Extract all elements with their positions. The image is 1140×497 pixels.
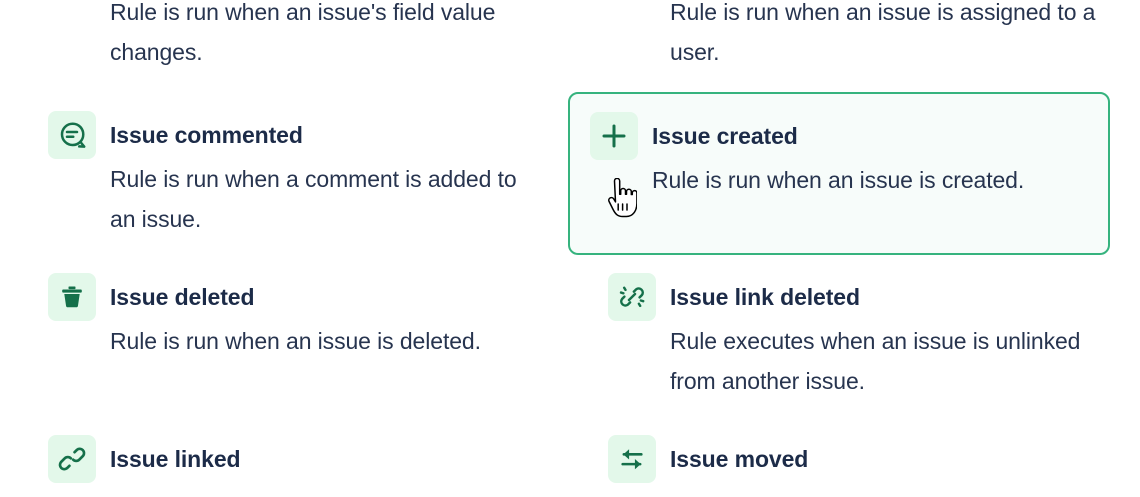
entry-header: Issue commented <box>48 111 548 159</box>
trigger-issue-deleted[interactable]: Issue deleted Rule is run when an issue … <box>8 261 568 375</box>
trigger-issue-link-deleted[interactable]: Issue link deleted Rule executes when an… <box>568 261 1128 415</box>
entry-header: Issue deleted <box>48 273 548 321</box>
comment-bubble-icon <box>48 111 96 159</box>
trash-icon <box>48 273 96 321</box>
entry-description: Rule executes when an issue is unlinked … <box>670 328 1081 394</box>
trigger-issue-created-card[interactable]: Issue created Rule is run when an issue … <box>568 92 1110 255</box>
entry-description: Rule is run when an issue is deleted. <box>110 328 481 354</box>
entry-title: Issue created <box>652 123 798 149</box>
entry-header: Issue created <box>590 112 1088 160</box>
partial-entry-left[interactable]: Rule is run when an issue's field value … <box>8 0 568 72</box>
entry-title: Issue linked <box>110 446 241 472</box>
entry-title: Issue link deleted <box>670 284 860 310</box>
partial-entry-right[interactable]: Rule is run when an issue is assigned to… <box>568 0 1128 72</box>
entry-title: Issue commented <box>110 122 303 148</box>
trigger-issue-linked[interactable]: Issue linked <box>8 423 568 497</box>
trigger-issue-commented[interactable]: Issue commented Rule is run when a comme… <box>8 99 568 253</box>
entry-description: Rule is run when an issue is created. <box>652 167 1025 193</box>
entry-description: Rule is run when an issue's field value … <box>110 0 496 65</box>
trigger-issue-moved[interactable]: Issue moved <box>568 423 1128 497</box>
trigger-issue-created[interactable]: Issue created Rule is run when an issue … <box>570 94 1108 200</box>
plus-icon <box>590 112 638 160</box>
trigger-picker-board: Rule is run when an issue's field value … <box>8 0 1128 483</box>
entry-title: Issue moved <box>670 446 809 472</box>
entry-description: Rule is run when an issue is assigned to… <box>670 0 1096 65</box>
entry-header: Issue moved <box>608 435 1108 483</box>
link-chain-icon <box>48 435 96 483</box>
entry-header: Issue link deleted <box>608 273 1108 321</box>
entry-title: Issue deleted <box>110 284 255 310</box>
move-arrows-icon <box>608 435 656 483</box>
broken-link-icon <box>608 273 656 321</box>
entry-description: Rule is run when a comment is added to a… <box>110 166 517 232</box>
entry-header: Issue linked <box>48 435 548 483</box>
